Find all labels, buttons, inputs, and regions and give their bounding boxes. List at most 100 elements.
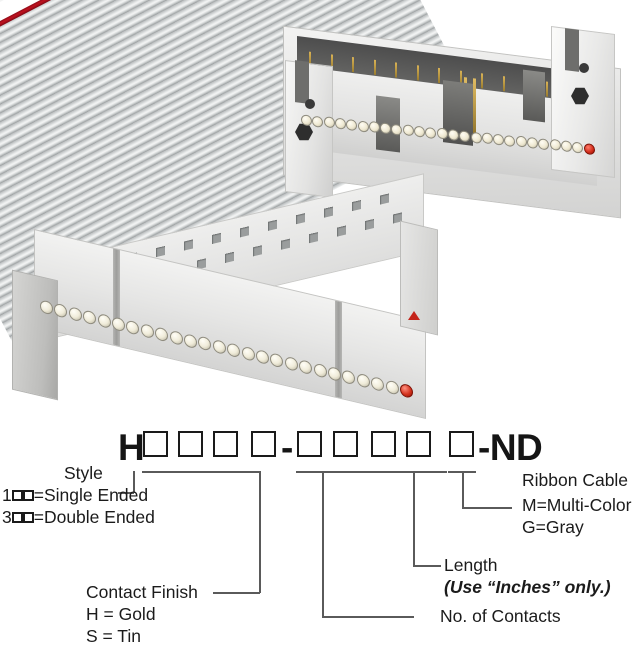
socket-hole [281,238,290,250]
socket-hole [352,200,361,212]
contact-pin [184,332,197,349]
contact-pin [402,124,414,137]
pn-box-2[interactable] [178,431,203,457]
product-photo [0,0,623,419]
label-ribbon-multicolor: M=Multi-Color [522,495,632,515]
top-connector-hex-left [295,123,313,141]
contact-pin [447,128,459,142]
contact-pin [83,309,97,326]
socket-hole [309,232,318,244]
label-length-note: (Use “Inches” only.) [444,577,611,597]
contact-pin [323,116,335,129]
header-pin [502,76,505,92]
leader-style-drop [133,471,135,493]
top-connector-hole-left [305,99,315,109]
contact-pin [549,138,561,152]
pn-box-4[interactable] [251,431,276,457]
label-no-of-contacts: No. of Contacts [440,606,561,626]
contact-pin [481,132,493,145]
contact-pin [97,312,111,329]
header-pin [373,59,376,75]
header-pin [352,56,354,73]
socket-hole [225,251,234,263]
leader-style-horizontal [142,471,260,473]
contact-pin [436,127,448,141]
contact-pin [212,339,226,356]
style-double-box-b [22,512,34,523]
style-single-text: =Single Ended [33,485,149,505]
contact-pin [112,316,125,333]
style-single-box-b [22,490,34,501]
header-pin [438,67,440,84]
contact-pin [68,306,82,323]
contact-pin [40,299,53,316]
contact-pin [126,319,140,336]
pn-box-8[interactable] [406,431,431,457]
contact-pin [54,302,68,319]
leader-ribbon-drop [462,471,464,508]
pn-box-7[interactable] [371,431,396,457]
label-ribbon-cable-title: Ribbon Cable [522,470,629,490]
socket-hole [365,218,374,231]
leader-style-tail [118,492,134,494]
label-style-title: Style [64,463,103,483]
style-single-box-a [11,490,23,501]
top-connector [283,25,623,219]
contact-pin [169,329,183,346]
contact-pin [368,120,380,134]
part-number-string: H - -ND [0,425,640,473]
contact-pin [470,131,482,144]
header-pin [395,62,397,78]
top-connector-hole-right [579,63,589,73]
part-number-diagram: H - -ND [0,425,640,646]
pn-separator-dash: - [281,427,293,468]
contact-pin-1 [583,142,595,155]
leader-contacts-horizontal [296,471,379,473]
top-connector-key-right [523,69,545,123]
socket-hole [253,245,262,257]
contact-pin [312,115,324,128]
label-style-double: 3 =Double Ended [2,507,155,528]
style-double-prefix: 3 [2,507,12,527]
pn-box-5[interactable] [297,431,322,457]
pn-box-6[interactable] [333,431,358,457]
leader-length-tail [413,565,441,567]
top-connector-notch-left [295,60,309,104]
contact-pin [527,136,538,150]
pn-box-3[interactable] [213,431,238,457]
contact-pin [301,114,312,127]
label-contact-finish-tin: S = Tin [86,626,141,646]
label-contact-finish-gold: H = Gold [86,604,156,624]
leader-contact-finish-tail [213,592,260,594]
bottom-connector-end-left [12,269,58,401]
leader-contacts-tail [322,616,414,618]
socket-hole [184,239,193,251]
label-length-title: Length [444,555,498,575]
socket-hole [324,206,333,218]
label-ribbon-gray: G=Gray [522,517,584,537]
header-pin [545,81,548,97]
socket-hole [380,193,389,205]
header-long-pin [473,78,476,139]
top-connector-notch-right [565,28,579,72]
pn-prefix-H: H [118,427,145,468]
pn-box-1[interactable] [143,431,168,457]
leader-contact-finish-drop [259,471,261,593]
leader-length-horizontal [370,471,447,473]
top-connector-hex-right [571,87,589,105]
socket-hole [337,225,346,237]
contact-pin [515,135,527,149]
pn-box-9[interactable] [449,431,474,457]
header-pin [481,73,483,89]
bottom-connector [12,173,438,419]
socket-hole [212,232,221,244]
contact-pin [155,326,169,343]
pin1-triangle-marker [408,311,420,320]
style-single-prefix: 1 [2,485,12,505]
style-double-text: =Double Ended [33,507,155,527]
contact-pin [241,345,255,363]
contact-pin [414,125,425,138]
contact-pin [256,349,269,366]
leader-length-drop [413,471,415,566]
